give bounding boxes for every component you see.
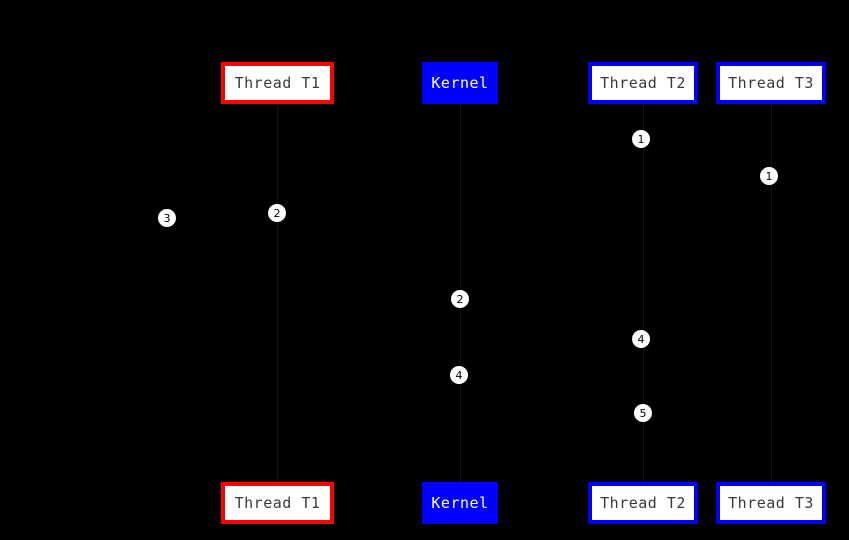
participant-label: Thread T2	[600, 494, 686, 512]
participant-label: Kernel	[431, 74, 489, 92]
participant-label: Thread T3	[728, 74, 814, 92]
step-badge: 1	[632, 130, 650, 148]
lifeline-t3	[771, 104, 772, 482]
participant-box-t2-top[interactable]: Thread T2	[588, 62, 698, 104]
step-badge: 2	[268, 204, 286, 222]
lifeline-t2	[643, 104, 644, 482]
step-badge: 3	[158, 209, 176, 227]
lifeline-t1	[277, 104, 278, 482]
step-badge: 5	[634, 404, 652, 422]
step-badge: 4	[632, 330, 650, 348]
step-badge: 4	[450, 366, 468, 384]
participant-box-t3-bottom[interactable]: Thread T3	[716, 482, 826, 524]
participant-box-kernel-bottom[interactable]: Kernel	[422, 482, 498, 524]
participant-label: Kernel	[431, 494, 489, 512]
step-badge: 1	[760, 167, 778, 185]
step-badge: 2	[451, 290, 469, 308]
participant-box-t2-bottom[interactable]: Thread T2	[588, 482, 698, 524]
participant-box-kernel-top[interactable]: Kernel	[422, 62, 498, 104]
participant-box-t1-top[interactable]: Thread T1	[221, 62, 334, 104]
participant-box-t3-top[interactable]: Thread T3	[716, 62, 826, 104]
participant-label: Thread T1	[234, 494, 321, 512]
participant-label: Thread T2	[600, 74, 686, 92]
participant-label: Thread T3	[728, 494, 814, 512]
participant-box-t1-bottom[interactable]: Thread T1	[221, 482, 334, 524]
participant-label: Thread T1	[234, 74, 321, 92]
